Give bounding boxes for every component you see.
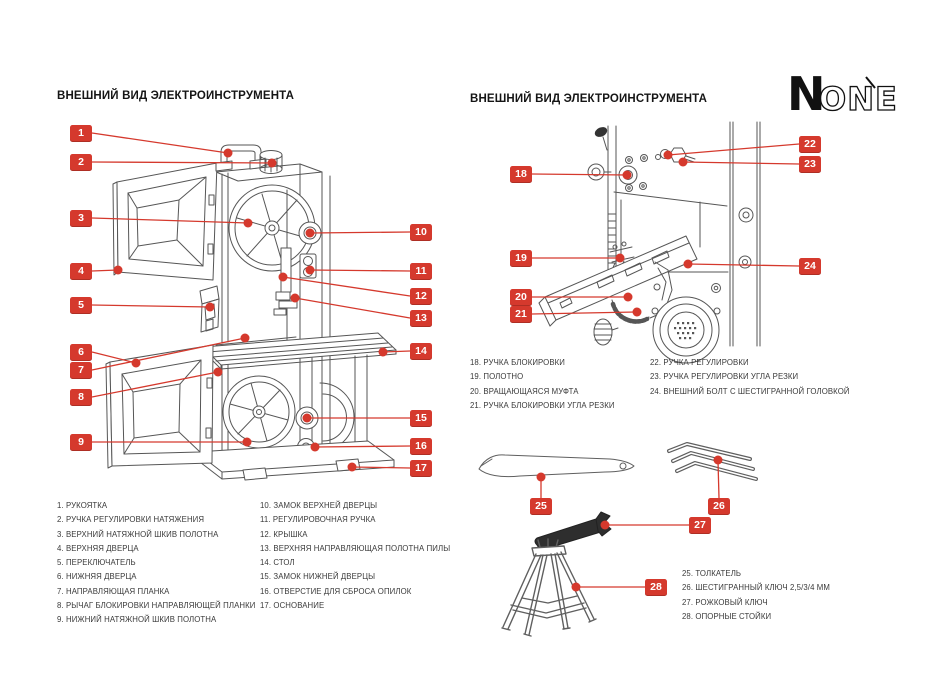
callout-25: 25 <box>530 498 552 515</box>
callout-27: 27 <box>689 517 711 534</box>
legend-item: 18. РУЧКА БЛОКИРОВКИ <box>470 358 565 367</box>
callout-22: 22 <box>799 136 821 153</box>
left-section-title: ВНЕШНИЙ ВИД ЭЛЕКТРОИНСТРУМЕНТА <box>57 90 295 102</box>
callout-17: 17 <box>410 460 432 477</box>
callout-2: 2 <box>70 154 92 171</box>
logo-tick-icon <box>865 76 876 89</box>
legend-left-col1: 1. РУКОЯТКА 2. РУЧКА РЕГУЛИРОВКИ НАТЯЖЕН… <box>57 499 255 628</box>
tilt-lock-knob <box>593 318 619 346</box>
carry-handle <box>215 144 267 172</box>
push-stick <box>478 454 635 478</box>
legend-right-col2: 22. РУЧКА РЕГУЛИРОВКИ 23. РУЧКА РЕГУЛИРО… <box>650 356 850 399</box>
callout-10: 10 <box>410 224 432 241</box>
callout-leader-lines <box>91 132 800 592</box>
legend-left-col2: 10. ЗАМОК ВЕРХНЕЙ ДВЕРЦЫ 11. РЕГУЛИРОВОЧ… <box>260 499 450 613</box>
callout-13: 13 <box>410 310 432 327</box>
callout-16: 16 <box>410 438 432 455</box>
tilted-table <box>538 235 698 327</box>
legend-item: 22. РУЧКА РЕГУЛИРОВКИ <box>650 358 749 367</box>
bandsaw-closeup-drawing <box>538 121 761 364</box>
legend-item: 8. РЫЧАГ БЛОКИРОВКИ НАПРАВЛЯЮЩЕЙ ПЛАНКИ <box>57 601 256 611</box>
callout-7: 7 <box>70 362 92 379</box>
table <box>202 332 397 370</box>
upper-door <box>112 162 218 281</box>
legend-item: 21. РУЧКА БЛОКИРОВКИ УГЛА РЕЗКИ <box>470 400 615 410</box>
legend-item: 16. ОТВЕРСТИЕ ДЛЯ СБРОСА ОПИЛОК <box>260 586 412 596</box>
logo-one: ONE <box>819 80 898 118</box>
callout-21: 21 <box>510 306 532 323</box>
bandsaw-overview-drawing <box>105 144 397 481</box>
base <box>195 440 395 481</box>
logo-n: N <box>787 67 826 121</box>
legend-item: 19. ПОЛОТНО <box>470 372 524 382</box>
legend-item: 1. РУКОЯТКА <box>57 501 108 510</box>
legend-item: 2. РУЧКА РЕГУЛИРОВКИ НАТЯЖЕНИЯ <box>57 515 205 525</box>
hex-keys <box>667 442 758 481</box>
callout-11: 11 <box>410 263 432 280</box>
legend-right-col1: 18. РУЧКА БЛОКИРОВКИ 19. ПОЛОТНО 20. ВРА… <box>470 356 615 413</box>
legend-item: 15. ЗАМОК НИЖНЕЙ ДВЕРЦЫ <box>260 572 376 582</box>
legend-item: 4. ВЕРХНЯЯ ДВЕРЦА <box>57 543 139 553</box>
legend-item: 17. ОСНОВАНИЕ <box>260 601 325 611</box>
callout-5: 5 <box>70 297 92 314</box>
callout-15: 15 <box>410 410 432 427</box>
callout-dots <box>113 148 723 592</box>
guide-bar <box>594 125 617 271</box>
legend-item: 9. НИЖНИЙ НАТЯЖНОЙ ШКИВ ПОЛОТНА <box>57 615 217 625</box>
callout-9: 9 <box>70 434 92 451</box>
callout-20: 20 <box>510 289 532 306</box>
upper-wheel <box>228 184 316 272</box>
legend-item: 12. КРЫШКА <box>260 529 308 539</box>
callout-12: 12 <box>410 288 432 305</box>
legend-item: 10. ЗАМОК ВЕРХНЕЙ ДВЕРЦЫ <box>260 501 378 510</box>
legend-item: 23. РУЧКА РЕГУЛИРОВКИ УГЛА РЕЗКИ <box>650 372 799 382</box>
callout-23: 23 <box>799 156 821 173</box>
legend-item: 20. ВРАЩАЮЩАЯСЯ МУФТА <box>470 386 579 396</box>
callout-6: 6 <box>70 344 92 361</box>
callout-18: 18 <box>510 166 532 183</box>
callout-1: 1 <box>70 125 92 142</box>
callout-8: 8 <box>70 389 92 406</box>
callout-14: 14 <box>410 343 432 360</box>
blade-guard <box>280 247 292 293</box>
legend-item: 7. НАПРАВЛЯЮЩАЯ ПЛАНКА <box>57 586 170 596</box>
legend-item: 11. РЕГУЛИРОВОЧНАЯ РУЧКА <box>260 515 376 525</box>
legend-item: 28. ОПОРНЫЕ СТОЙКИ <box>682 611 772 621</box>
legend-item: 6. НИЖНЯЯ ДВЕРЦА <box>57 572 137 582</box>
legend-item: 26. ШЕСТИГРАННЫЙ КЛЮЧ 2,5/3/4 ММ <box>682 583 830 593</box>
brand-logo: N ONE <box>787 67 898 121</box>
legend-item: 3. ВЕРХНИЙ НАТЯЖНОЙ ШКИВ ПОЛОТНА <box>57 529 219 539</box>
legend-item: 24. ВНЕШНИЙ БОЛТ С ШЕСТИГРАННОЙ ГОЛОВКОЙ <box>650 386 850 396</box>
callout-4: 4 <box>70 263 92 280</box>
legend-item: 13. ВЕРХНЯЯ НАПРАВЛЯЮЩАЯ ПОЛОТНА ПИЛЫ <box>260 543 451 553</box>
callout-3: 3 <box>70 210 92 227</box>
motor <box>651 296 721 364</box>
lower-door <box>105 344 214 469</box>
callout-26: 26 <box>708 498 730 515</box>
callout-28: 28 <box>645 579 667 596</box>
legend-item: 25. ТОЛКАТЕЛЬ <box>682 569 742 578</box>
right-section-title: ВНЕШНИЙ ВИД ЭЛЕКТРОИНСТРУМЕНТА <box>470 93 708 105</box>
legend-item: 27. РОЖКОВЫЙ КЛЮЧ <box>682 597 768 607</box>
power-switch <box>199 285 220 333</box>
callout-19: 19 <box>510 250 532 267</box>
legend-accessories: 25. ТОЛКАТЕЛЬ 26. ШЕСТИГРАННЫЙ КЛЮЧ 2,5/… <box>682 567 830 624</box>
legend-item: 14. СТОЛ <box>260 558 295 568</box>
lower-wheel <box>222 375 296 449</box>
wrench <box>534 511 612 550</box>
legend-item: 5. ПЕРЕКЛЮЧАТЕЛЬ <box>57 558 136 568</box>
callout-24: 24 <box>799 258 821 275</box>
